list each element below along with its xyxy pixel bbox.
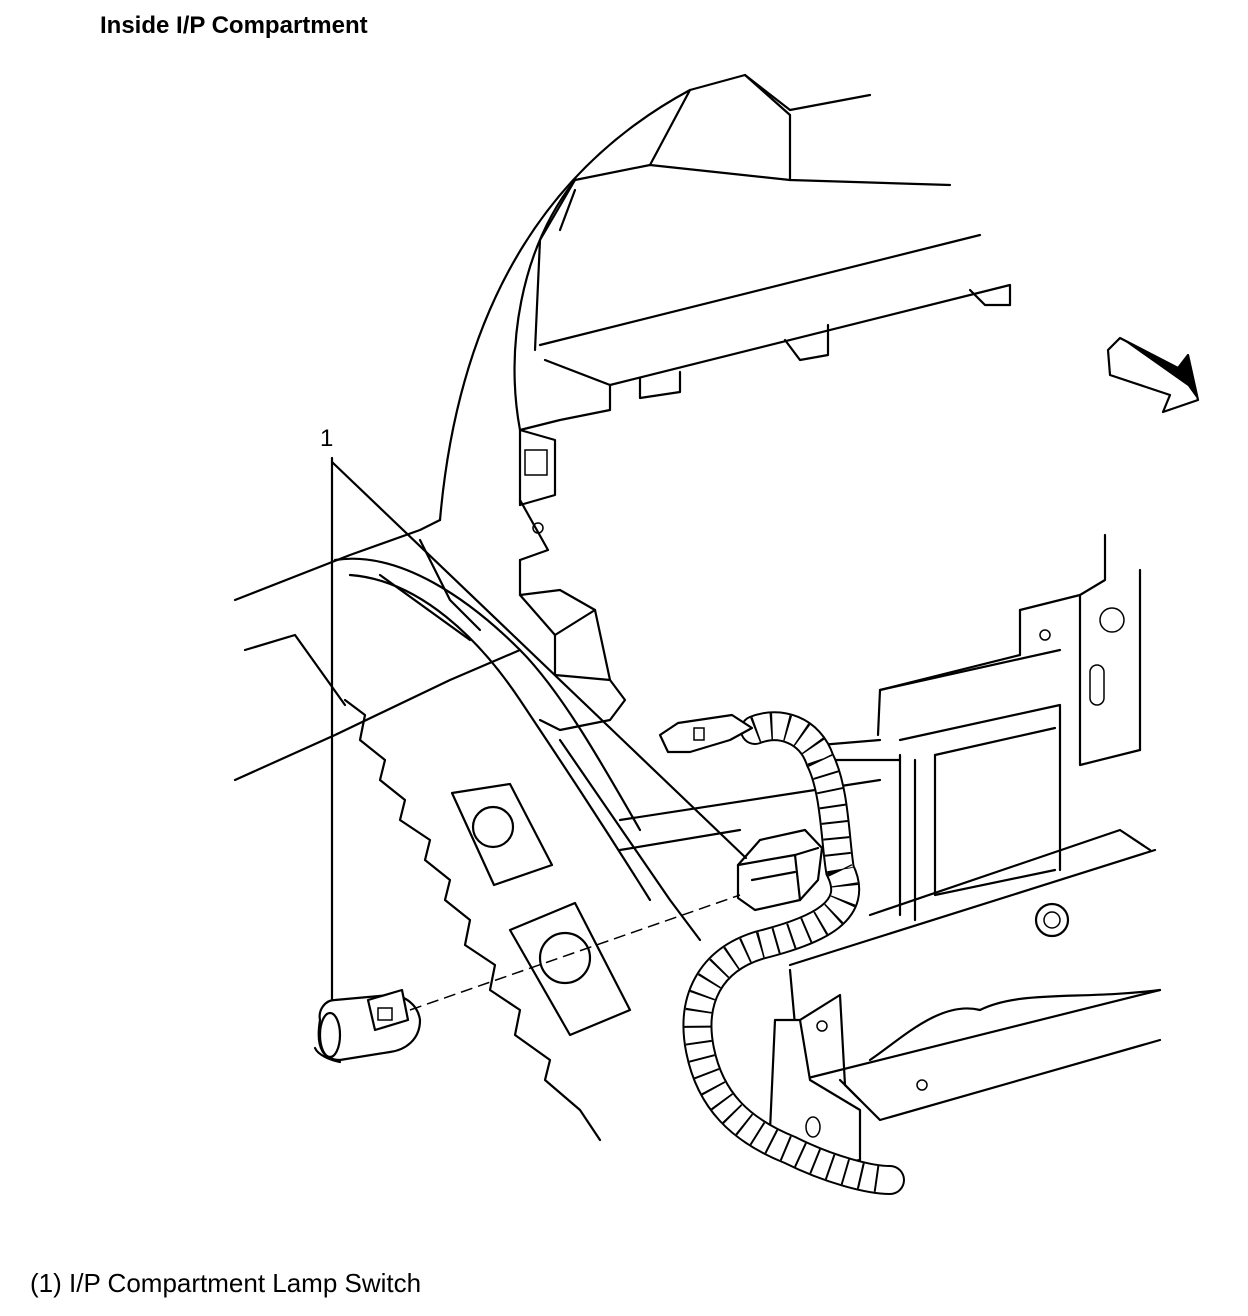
lower-trim-panel — [343, 698, 702, 1142]
diagram-title: Inside I/P Compartment — [100, 12, 368, 39]
callout-number-1: 1 — [320, 425, 333, 452]
wire-harness — [682, 711, 905, 1195]
harness-connector-upper — [658, 713, 754, 754]
arrow-icon — [1106, 336, 1200, 414]
upper-dash-panel — [518, 73, 1012, 562]
console-area — [233, 538, 652, 902]
harness-connector-main — [736, 828, 824, 912]
installation-path-lines — [409, 894, 741, 1011]
callout-1-leader — [330, 456, 748, 1002]
lamp-switch — [313, 988, 422, 1064]
legend-item: (1) I/P Compartment Lamp Switch — [30, 1268, 422, 1298]
